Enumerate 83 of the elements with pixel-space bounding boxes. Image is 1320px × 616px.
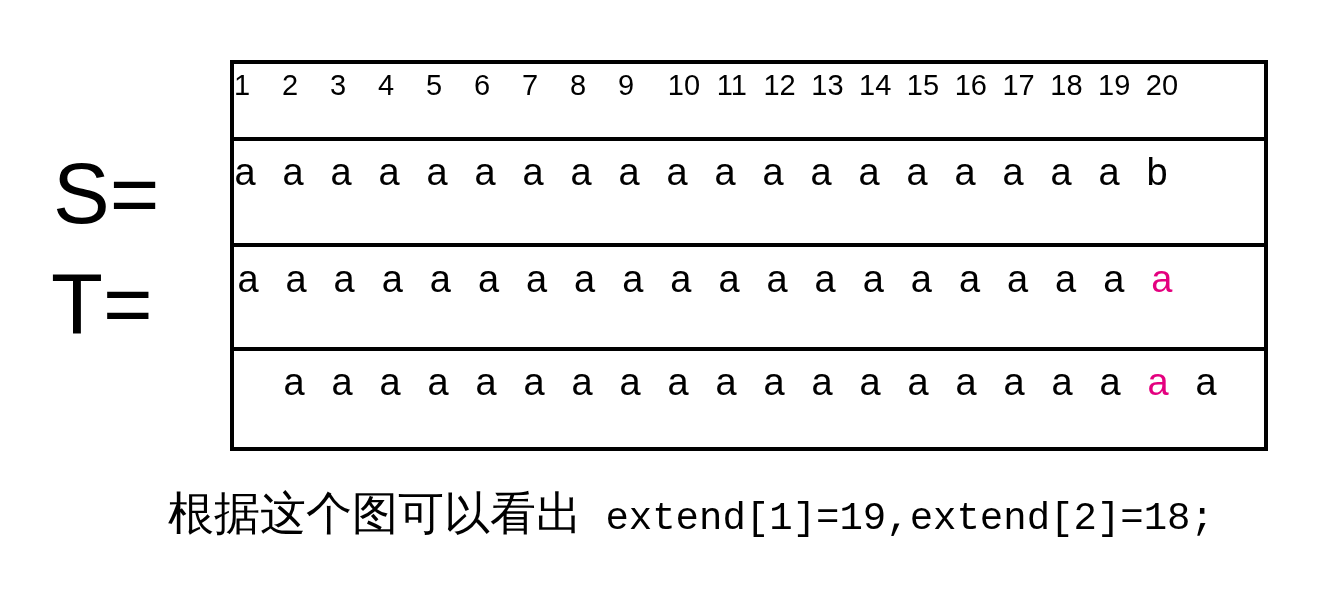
letter: a bbox=[718, 259, 740, 298]
letter: a bbox=[237, 259, 259, 298]
letter: a bbox=[766, 259, 788, 298]
letter: a bbox=[1098, 152, 1120, 191]
letter: a bbox=[811, 362, 833, 401]
column-number: 1 bbox=[233, 71, 251, 101]
letter: a bbox=[1051, 362, 1073, 401]
letter: a bbox=[426, 152, 448, 191]
letter: a bbox=[858, 152, 880, 191]
letter: a bbox=[906, 152, 928, 191]
column-number: 6 bbox=[473, 71, 491, 101]
letter: a bbox=[619, 362, 641, 401]
column-number: 11 bbox=[716, 71, 747, 101]
column-number: 4 bbox=[377, 71, 395, 101]
letter: a bbox=[1003, 362, 1025, 401]
column-number: 8 bbox=[569, 71, 587, 101]
letter: a bbox=[1050, 152, 1072, 191]
caption: 根据这个图可以看出 extend[1]=19,extend[2]=18; bbox=[168, 490, 1214, 539]
letter: a bbox=[667, 362, 689, 401]
letter: a bbox=[958, 259, 981, 298]
letter: a bbox=[810, 152, 832, 191]
column-number: 3 bbox=[329, 71, 347, 101]
letter: a bbox=[670, 259, 692, 298]
letter: a bbox=[285, 259, 307, 298]
letter: a bbox=[283, 362, 305, 401]
column-number: 20 bbox=[1145, 71, 1179, 101]
letter: a bbox=[762, 152, 784, 191]
letter: a bbox=[427, 362, 449, 401]
letter: a bbox=[714, 152, 736, 191]
letter: a bbox=[474, 152, 496, 191]
row-label: T= bbox=[51, 261, 153, 347]
letter: a bbox=[475, 362, 497, 401]
letter: a bbox=[1195, 362, 1217, 401]
letter: a bbox=[1103, 259, 1125, 298]
letter: a bbox=[333, 259, 355, 298]
column-number: 12 bbox=[763, 71, 796, 101]
letter: a bbox=[522, 152, 544, 191]
column-number: 13 bbox=[811, 71, 844, 101]
column-number: 19 bbox=[1098, 71, 1131, 101]
column-number: 17 bbox=[1002, 71, 1035, 101]
letter: a bbox=[715, 362, 737, 401]
column-number: 10 bbox=[667, 71, 701, 101]
letter: a bbox=[331, 362, 353, 401]
letter: a bbox=[954, 152, 976, 191]
letter: a bbox=[571, 362, 593, 401]
letter: a bbox=[814, 259, 836, 298]
letter: a bbox=[523, 362, 545, 401]
column-number: 9 bbox=[617, 71, 635, 101]
letter: a bbox=[907, 362, 929, 401]
letter: a bbox=[1007, 259, 1029, 298]
letter: a bbox=[862, 259, 884, 298]
letter: a bbox=[379, 362, 401, 401]
letter: b bbox=[1146, 152, 1168, 191]
letter: a bbox=[477, 259, 500, 298]
column-number: 2 bbox=[281, 71, 299, 101]
letter: a bbox=[330, 152, 352, 191]
column-number: 14 bbox=[859, 71, 892, 101]
letter: a bbox=[763, 362, 785, 401]
letter: a bbox=[526, 259, 548, 298]
letter: a bbox=[429, 259, 451, 298]
column-number: 15 bbox=[906, 71, 940, 101]
letter: a bbox=[622, 259, 644, 298]
letter: a bbox=[378, 152, 400, 191]
letter: a bbox=[910, 259, 932, 298]
letter: a bbox=[1002, 152, 1024, 191]
letter: a bbox=[955, 362, 977, 401]
letter: a bbox=[666, 152, 688, 191]
row-label: S= bbox=[53, 151, 160, 237]
letter: a bbox=[570, 152, 592, 191]
column-number: 7 bbox=[521, 71, 539, 101]
letter: a bbox=[282, 152, 304, 191]
column-number: 5 bbox=[425, 71, 443, 101]
column-number: 18 bbox=[1050, 71, 1083, 101]
letter: a bbox=[859, 362, 881, 401]
letter: a bbox=[618, 152, 640, 191]
column-number: 16 bbox=[954, 71, 987, 101]
letter: a bbox=[234, 152, 256, 191]
letter: a bbox=[1151, 259, 1173, 298]
letter: a bbox=[574, 259, 596, 298]
letter: a bbox=[381, 259, 403, 298]
letter: a bbox=[1147, 362, 1169, 401]
letter: a bbox=[1055, 259, 1077, 298]
letter: a bbox=[1099, 362, 1121, 401]
